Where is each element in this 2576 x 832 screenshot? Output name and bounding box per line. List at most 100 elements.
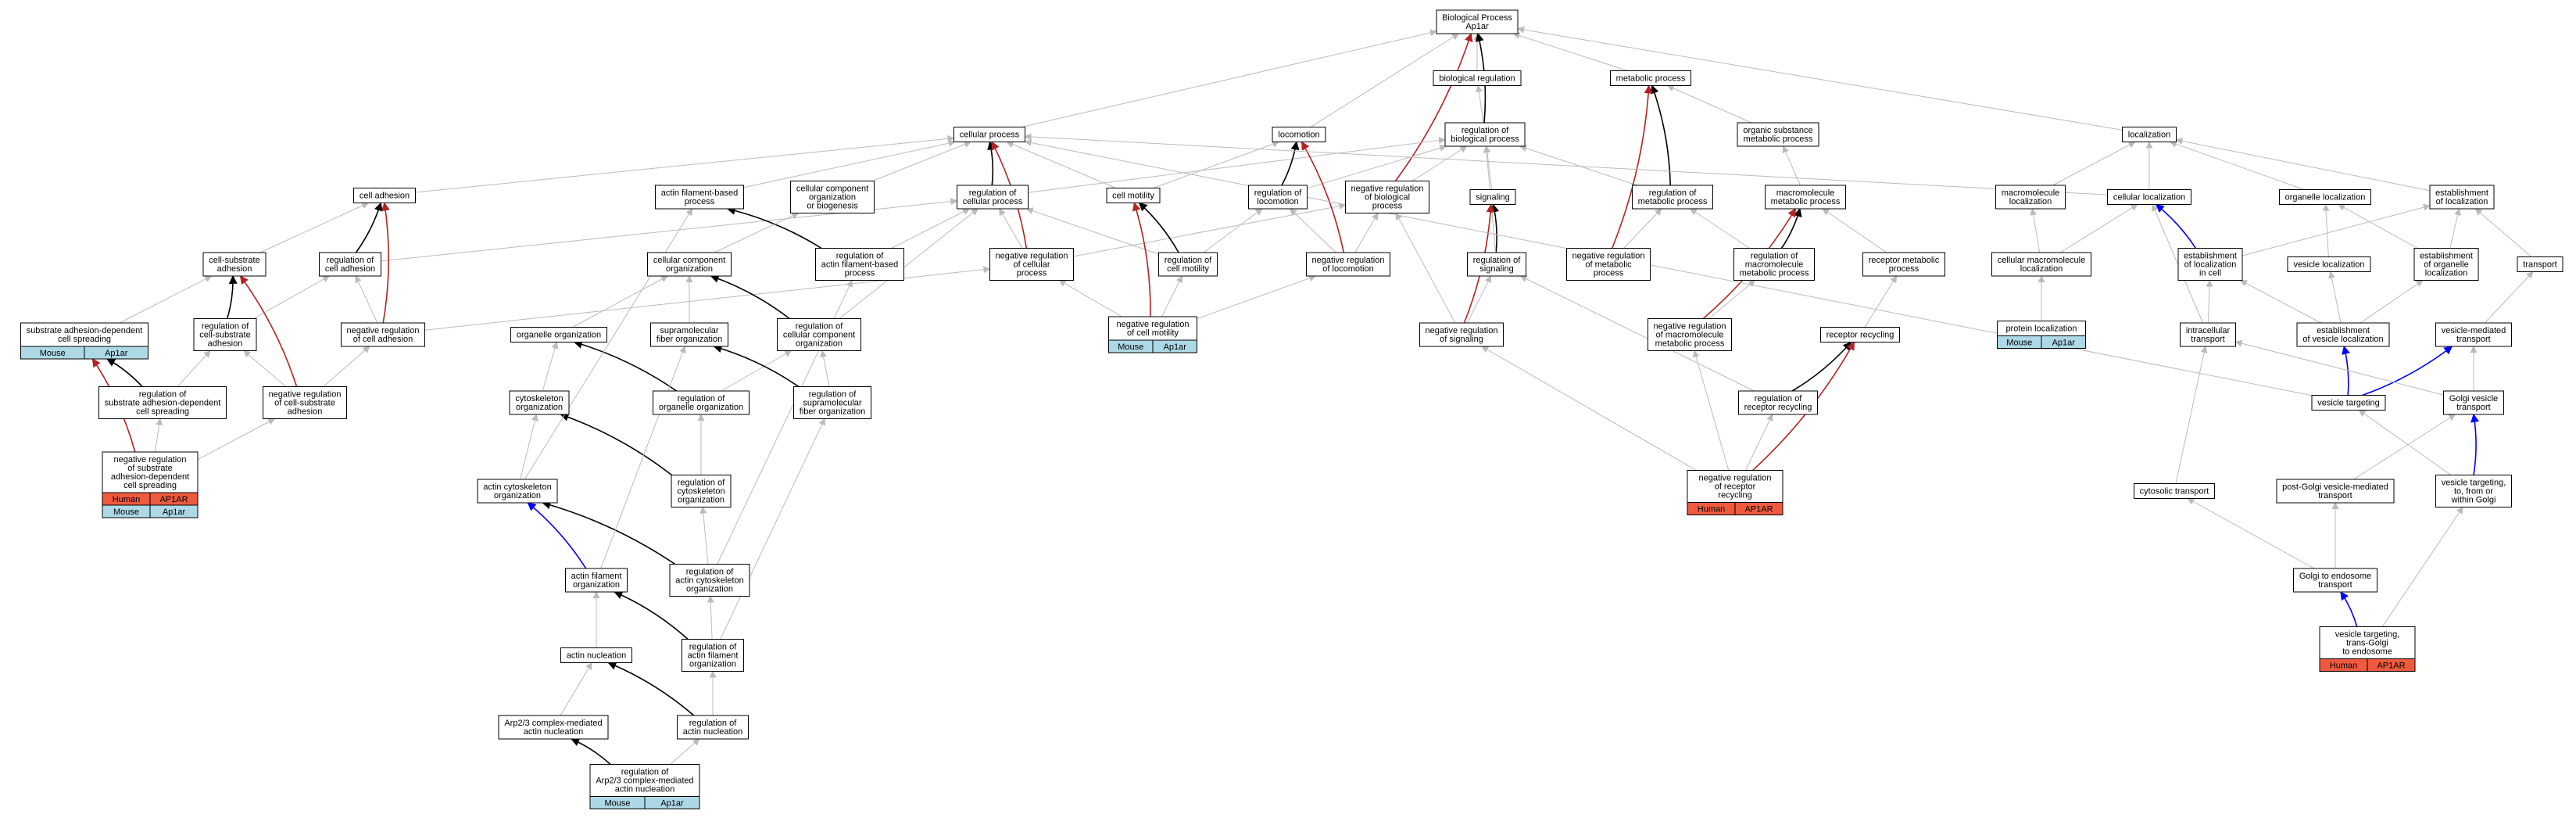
edge-default: [381, 198, 958, 262]
term-node-metabolic-process: metabolic process: [1610, 70, 1691, 86]
edge-default: [1153, 141, 1280, 188]
edge-default: [1481, 346, 1697, 471]
term-label-line: organization: [678, 496, 724, 505]
term-label-line: substrate adhesion-dependent: [105, 399, 221, 408]
edge-default: [1395, 212, 1456, 324]
term-label-line: metabolic process: [1616, 74, 1686, 84]
species-name-cell: Mouse: [1118, 342, 1143, 352]
edge-is-a: [710, 274, 790, 320]
term-node-cellular-process: cellular process: [953, 127, 1025, 142]
term-label-line: organization: [516, 403, 563, 412]
term-node-biological-regulation: biological regulation: [1433, 70, 1522, 86]
term-box: [509, 390, 570, 415]
term-label-line: cellular component: [783, 331, 855, 340]
term-box: [1433, 70, 1522, 86]
term-label-line: biological process: [1451, 134, 1519, 144]
term-box: [2517, 256, 2563, 272]
edge-is-a: [1780, 207, 1802, 249]
gene-symbol-cell: Ap1ar: [660, 799, 684, 809]
edge-default: [1692, 350, 1730, 471]
term-label-line: cellular macromolecule: [1998, 256, 2086, 265]
edge-is-a: [573, 340, 678, 392]
edge-is-a: [106, 358, 143, 388]
edge-positive: [2155, 203, 2197, 249]
species-name-cell: Human: [113, 495, 140, 504]
term-label-line: organic substance: [1743, 126, 1812, 135]
term-box: [1738, 390, 1818, 415]
term-label-line: process: [1017, 269, 1047, 278]
term-node-cell-motility: cell motility: [1106, 188, 1161, 203]
term-label-line: regulation of: [796, 322, 843, 332]
term-box: [790, 181, 875, 213]
edge-negative: [1394, 32, 1473, 181]
term-label-line: metabolic process: [1638, 197, 1708, 206]
gene-symbol-cell-bg: [644, 796, 700, 809]
term-box: [2293, 568, 2377, 593]
term-label-line: cell-substrate: [199, 331, 250, 340]
edge-default: [707, 595, 714, 640]
term-label-line: metabolic process: [1655, 339, 1725, 349]
term-label-line: actin filament: [571, 572, 622, 581]
term-label-line: cell adhesion: [360, 192, 410, 201]
term-label-line: macromolecule: [1776, 188, 1835, 198]
term-label-line: cell motility: [1112, 192, 1154, 201]
term-label-line: macromolecule: [2002, 188, 2060, 198]
edge-is-a: [607, 662, 695, 716]
term-label-line: negative regulation: [1312, 256, 1385, 265]
term-label-line: of substrate: [127, 464, 172, 473]
term-label-line: of cell adhesion: [353, 335, 413, 344]
edge-default: [1073, 203, 1347, 257]
edge-negative: [1132, 202, 1151, 317]
term-label-line: of localization: [2436, 197, 2488, 206]
term-label-line: protein localization: [2005, 325, 2077, 334]
term-label-line: cytosolic transport: [2140, 487, 2209, 497]
term-box: [677, 715, 749, 740]
edge-default: [1519, 145, 1638, 186]
term-label-line: Biological Process: [1442, 13, 1512, 23]
term-label-line: actin nucleation: [615, 785, 674, 794]
term-box: [989, 248, 1074, 281]
edge-default: [1623, 208, 1662, 249]
term-node-cellular-localization: cellular localization: [2107, 189, 2191, 205]
edge-negative: [1301, 141, 1345, 253]
term-label-line: establishment: [2184, 252, 2237, 261]
term-label-line: negative regulation: [114, 455, 187, 464]
term-box: [2180, 322, 2236, 347]
edge-is-a: [726, 206, 822, 249]
term-label-line: regulation of: [1755, 394, 1802, 403]
term-box: [2134, 483, 2215, 499]
edge-default: [2241, 203, 2431, 256]
term-label-line: transport: [2318, 580, 2352, 590]
edge-default: [2360, 279, 2424, 324]
edge-default: [1782, 145, 1801, 186]
term-label-line: of macromolecule: [1656, 331, 1724, 340]
edge-is-a: [713, 344, 800, 388]
edge-default: [714, 212, 800, 253]
term-box: [1566, 248, 1651, 281]
term-label-line: adhesion: [288, 407, 323, 417]
term-box: [1765, 185, 1846, 210]
term-node-transport: transport: [2517, 256, 2563, 272]
term-label-line: negative regulation: [1426, 326, 1498, 335]
gene-symbol-cell: Ap1ar: [1164, 342, 1187, 352]
edge-default: [1024, 133, 2108, 195]
term-box: [2177, 248, 2243, 281]
term-label-line: cellular process: [960, 131, 1020, 140]
term-label-line: actin filament-based: [821, 260, 898, 270]
term-node-vesicle-targeting: vesicle targeting: [2311, 395, 2386, 411]
edge-default: [2474, 208, 2532, 257]
edge-default: [1024, 139, 2313, 396]
term-label-line: Arp2/3 complex-mediated: [596, 776, 693, 786]
